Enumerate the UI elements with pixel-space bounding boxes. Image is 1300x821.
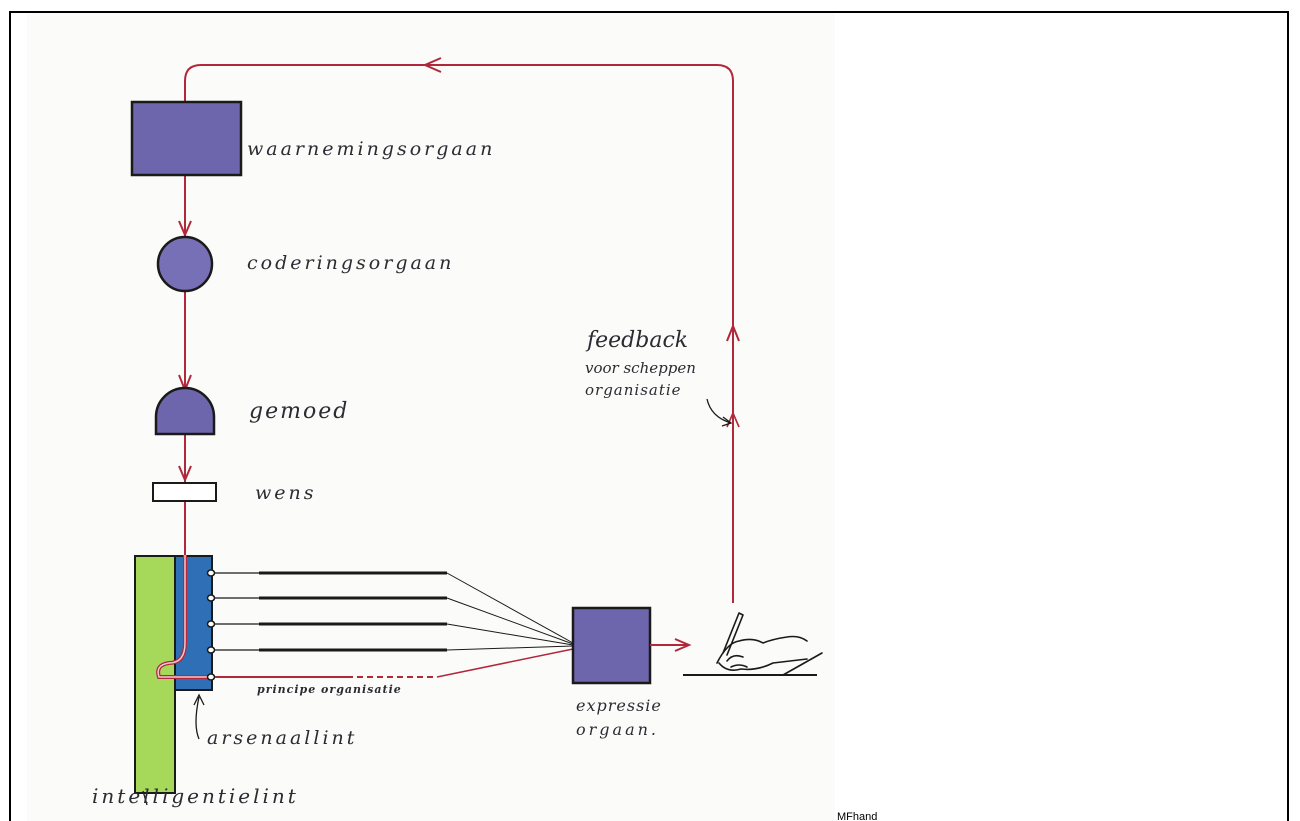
perception-organ-box bbox=[130, 100, 243, 177]
flow-arrow-hand bbox=[674, 638, 692, 652]
feedback-top-arrow bbox=[422, 57, 442, 73]
arsenal-pointer bbox=[195, 696, 200, 740]
label-voor-scheppen: voor scheppen bbox=[585, 359, 696, 377]
arsenal-line bbox=[446, 597, 574, 645]
feedback-right-arrow bbox=[726, 323, 740, 342]
flow-arrow-3 bbox=[178, 465, 192, 483]
feedback-loop-line bbox=[184, 64, 734, 603]
connector-node bbox=[206, 594, 216, 602]
label-gemoed: gemoed bbox=[249, 399, 349, 424]
feedback-pointer bbox=[706, 398, 732, 424]
label-feedback: feedback bbox=[585, 328, 688, 353]
ribbon-connectors bbox=[206, 569, 216, 681]
expressive-organ-box bbox=[571, 606, 652, 685]
arsenal-line bbox=[446, 572, 574, 644]
label-wens: wens bbox=[255, 482, 317, 504]
arsenal-lines bbox=[215, 571, 574, 652]
label-waarnemingsorgaan: waarnemingsorgaan bbox=[247, 138, 495, 160]
image-frame: waarnemingsorgaan coderingsorgaan gemoed… bbox=[9, 11, 1289, 821]
connector-node bbox=[206, 673, 216, 681]
writing-hand-icon bbox=[716, 612, 823, 676]
label-organisatie: organisatie bbox=[585, 381, 682, 399]
feedback-pointer-head bbox=[721, 416, 733, 427]
arsenal-line bbox=[446, 623, 574, 646]
label-expressie: expressie bbox=[576, 696, 662, 715]
diagram-paper: waarnemingsorgaan coderingsorgaan gemoed… bbox=[27, 13, 835, 821]
label-arsenaallint: arsenaallint bbox=[207, 727, 357, 749]
label-principe-organisatie: principe organisatie bbox=[257, 683, 402, 696]
intelligence-ribbon bbox=[134, 555, 176, 794]
flow-arrow-1 bbox=[178, 220, 192, 238]
coding-organ-circle bbox=[156, 235, 214, 293]
intelligence-pointer bbox=[142, 790, 148, 806]
connector-node bbox=[206, 620, 216, 628]
arsenal-ribbon bbox=[174, 555, 213, 691]
principle-line-to-organ bbox=[436, 648, 574, 678]
arsenal-pointer-head bbox=[193, 693, 205, 706]
label-orgaan: orgaan. bbox=[576, 720, 659, 739]
ribbon-flow-path-highlight bbox=[157, 555, 213, 678]
connector-node bbox=[206, 569, 216, 577]
label-intelligentielint: intelligentielint bbox=[92, 784, 299, 808]
mood-organ-shape bbox=[154, 386, 216, 436]
wish-box bbox=[152, 482, 217, 502]
arsenal-line bbox=[446, 645, 574, 651]
label-coderingsorgaan: coderingsorgaan bbox=[247, 252, 454, 274]
connector-node bbox=[206, 646, 216, 654]
image-caption: MFhand bbox=[837, 811, 878, 821]
diagram-canvas: waarnemingsorgaan coderingsorgaan gemoed… bbox=[92, 57, 823, 808]
